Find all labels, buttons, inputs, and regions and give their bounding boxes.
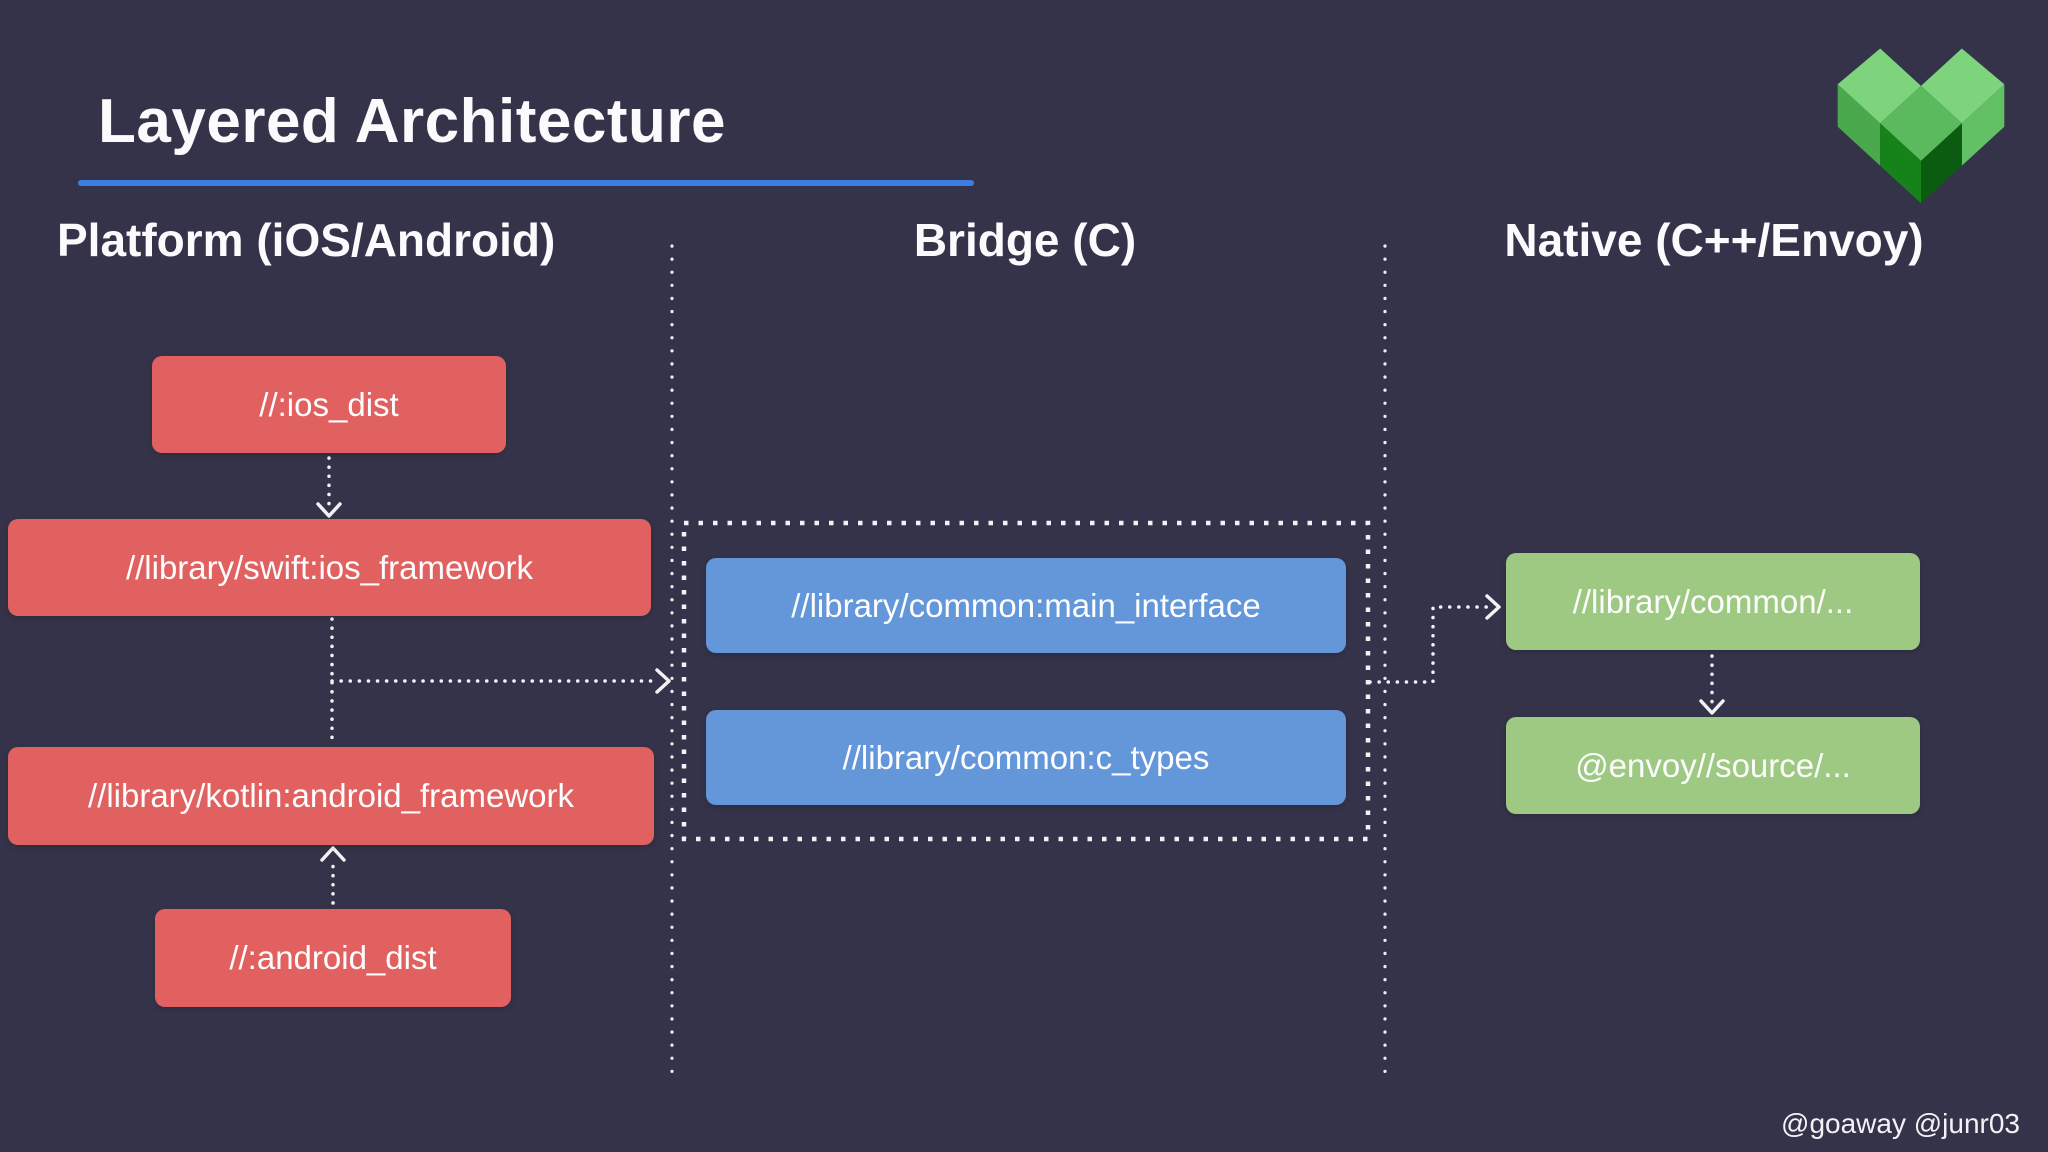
- bazel-logo-icon: [1837, 48, 2005, 204]
- arrowhead-up-androidframework: [320, 846, 346, 862]
- node-main-interface: //library/common:main_interface: [706, 558, 1346, 653]
- column-header-native: Native (C++/Envoy): [1504, 214, 1924, 266]
- node-android-dist: //:android_dist: [155, 909, 511, 1007]
- node-ios-framework: //library/swift:ios_framework: [8, 519, 651, 616]
- bridge-group-outline: [681, 520, 1371, 842]
- column-header-platform: Platform (iOS/Android): [57, 214, 556, 266]
- footer-credits: @goaway @junr03: [1781, 1108, 2020, 1139]
- node-envoy-source: @envoy//source/...: [1506, 717, 1920, 814]
- arrowhead-right-bridge: [655, 668, 671, 694]
- column-header-bridge: Bridge (C): [913, 214, 1137, 266]
- node-ios-dist: //:ios_dist: [152, 356, 506, 453]
- arrowhead-down-envoy: [1699, 699, 1725, 715]
- title-underline: [78, 180, 974, 186]
- arrowhead-right-common: [1485, 594, 1501, 620]
- node-library-common: //library/common/...: [1506, 553, 1920, 650]
- arrowhead-down-iosframework: [316, 502, 342, 518]
- slide-title: Layered Architecture: [98, 87, 726, 156]
- edge-bridge-to-common: [1368, 605, 1489, 684]
- node-c-types: //library/common:c_types: [706, 710, 1346, 805]
- node-android-framework: //library/kotlin:android_framework: [8, 747, 654, 845]
